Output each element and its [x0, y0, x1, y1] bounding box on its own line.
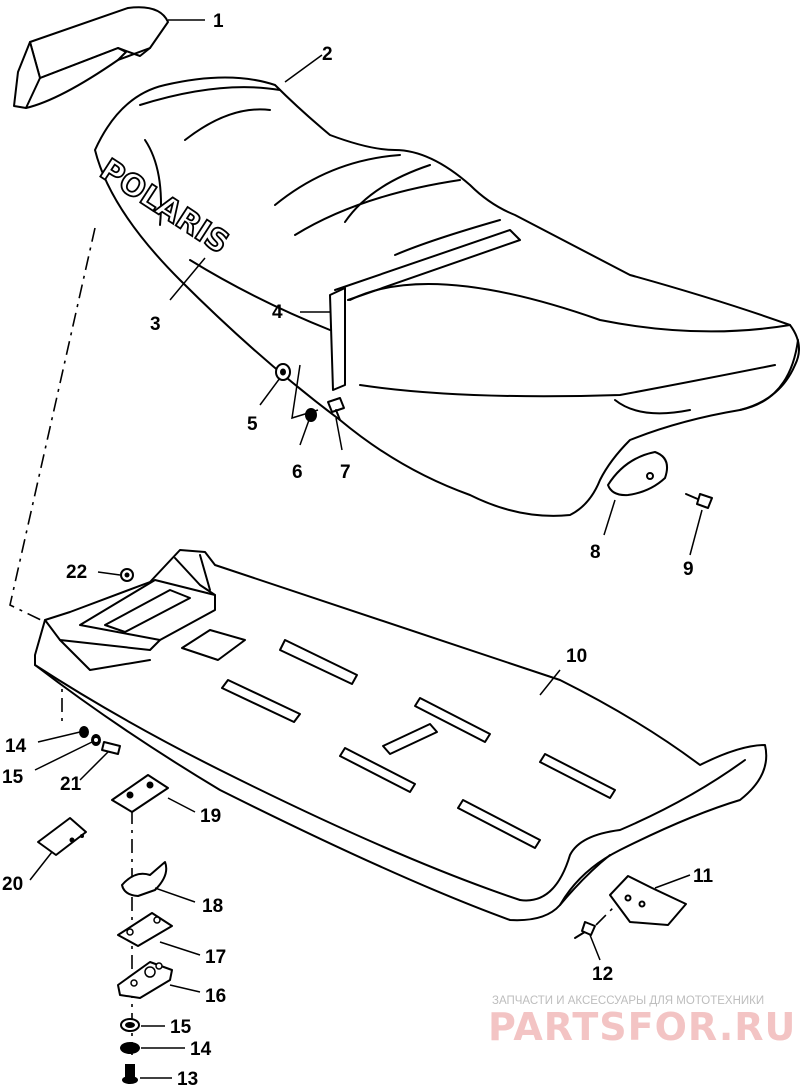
callout-21: 21 — [60, 774, 82, 795]
leader-lines — [29, 19, 703, 1079]
callout-11: 11 — [693, 866, 714, 887]
watermark: ЗАПЧАСТИ И АКСЕССУАРЫ ДЛЯ МОТОТЕХНИКИ PA… — [488, 995, 796, 1049]
callout-14-lower: 14 — [190, 1039, 212, 1060]
part-12-bolt — [574, 921, 596, 939]
callout-4: 4 — [272, 302, 283, 323]
part-10-seat-pan — [34, 549, 768, 922]
callout-7: 7 — [340, 462, 351, 483]
callout-17: 17 — [205, 947, 226, 968]
part-17-plate — [117, 912, 173, 947]
alignment-line-bracket — [595, 904, 617, 926]
callout-9: 9 — [683, 559, 694, 580]
watermark-tagline: ЗАПЧАСТИ И АКСЕССУАРЫ ДЛЯ МОТОТЕХНИКИ — [492, 995, 764, 1007]
part-2-seat — [94, 76, 800, 517]
callout-19: 19 — [200, 806, 221, 827]
part-13-bolt — [122, 1064, 138, 1084]
part-15-lockwasher-upper — [91, 734, 101, 746]
part-7-screw — [327, 397, 345, 421]
part-16-bracket — [117, 961, 173, 999]
callout-20: 20 — [2, 874, 23, 895]
callout-labels: 1 2 3 4 5 6 7 8 9 10 11 12 13 14 14 15 1… — [2, 11, 714, 1088]
callout-15-lower: 15 — [170, 1017, 192, 1038]
part-14-washer-lower — [120, 1042, 140, 1054]
part-18-spacer — [121, 861, 168, 897]
fastener-bracket-line — [291, 364, 319, 420]
part-15-lockwasher-lower — [120, 1018, 140, 1032]
part-22-fastener — [120, 568, 134, 582]
callout-6: 6 — [292, 462, 303, 483]
callout-22: 22 — [66, 562, 87, 583]
part-14-washer-upper — [79, 726, 89, 738]
part-8-seat-bracket — [607, 451, 668, 497]
part-5-nut — [275, 363, 291, 381]
callout-2: 2 — [322, 44, 333, 65]
part-11-rear-bracket — [609, 875, 687, 926]
callout-15-upper: 15 — [2, 767, 24, 788]
part-1-seat-cover-piece — [13, 6, 169, 109]
watermark-site: PARTSFOR.RU — [488, 1005, 796, 1049]
callout-3: 3 — [150, 314, 161, 335]
part-21-screw — [101, 741, 121, 755]
callout-16: 16 — [205, 986, 226, 1007]
callout-1: 1 — [213, 11, 224, 32]
callout-13: 13 — [177, 1069, 198, 1088]
part-4-seat-strap — [329, 287, 346, 391]
callout-14-upper: 14 — [5, 736, 27, 757]
callout-8: 8 — [590, 542, 601, 563]
callout-5: 5 — [247, 414, 258, 435]
part-19-plate — [111, 774, 169, 813]
callout-12: 12 — [592, 964, 613, 985]
part-20-clip — [37, 817, 87, 856]
alignment-line-left — [9, 227, 96, 623]
callout-18: 18 — [202, 896, 223, 917]
callout-10: 10 — [566, 646, 587, 667]
part-9-screw — [685, 493, 713, 509]
